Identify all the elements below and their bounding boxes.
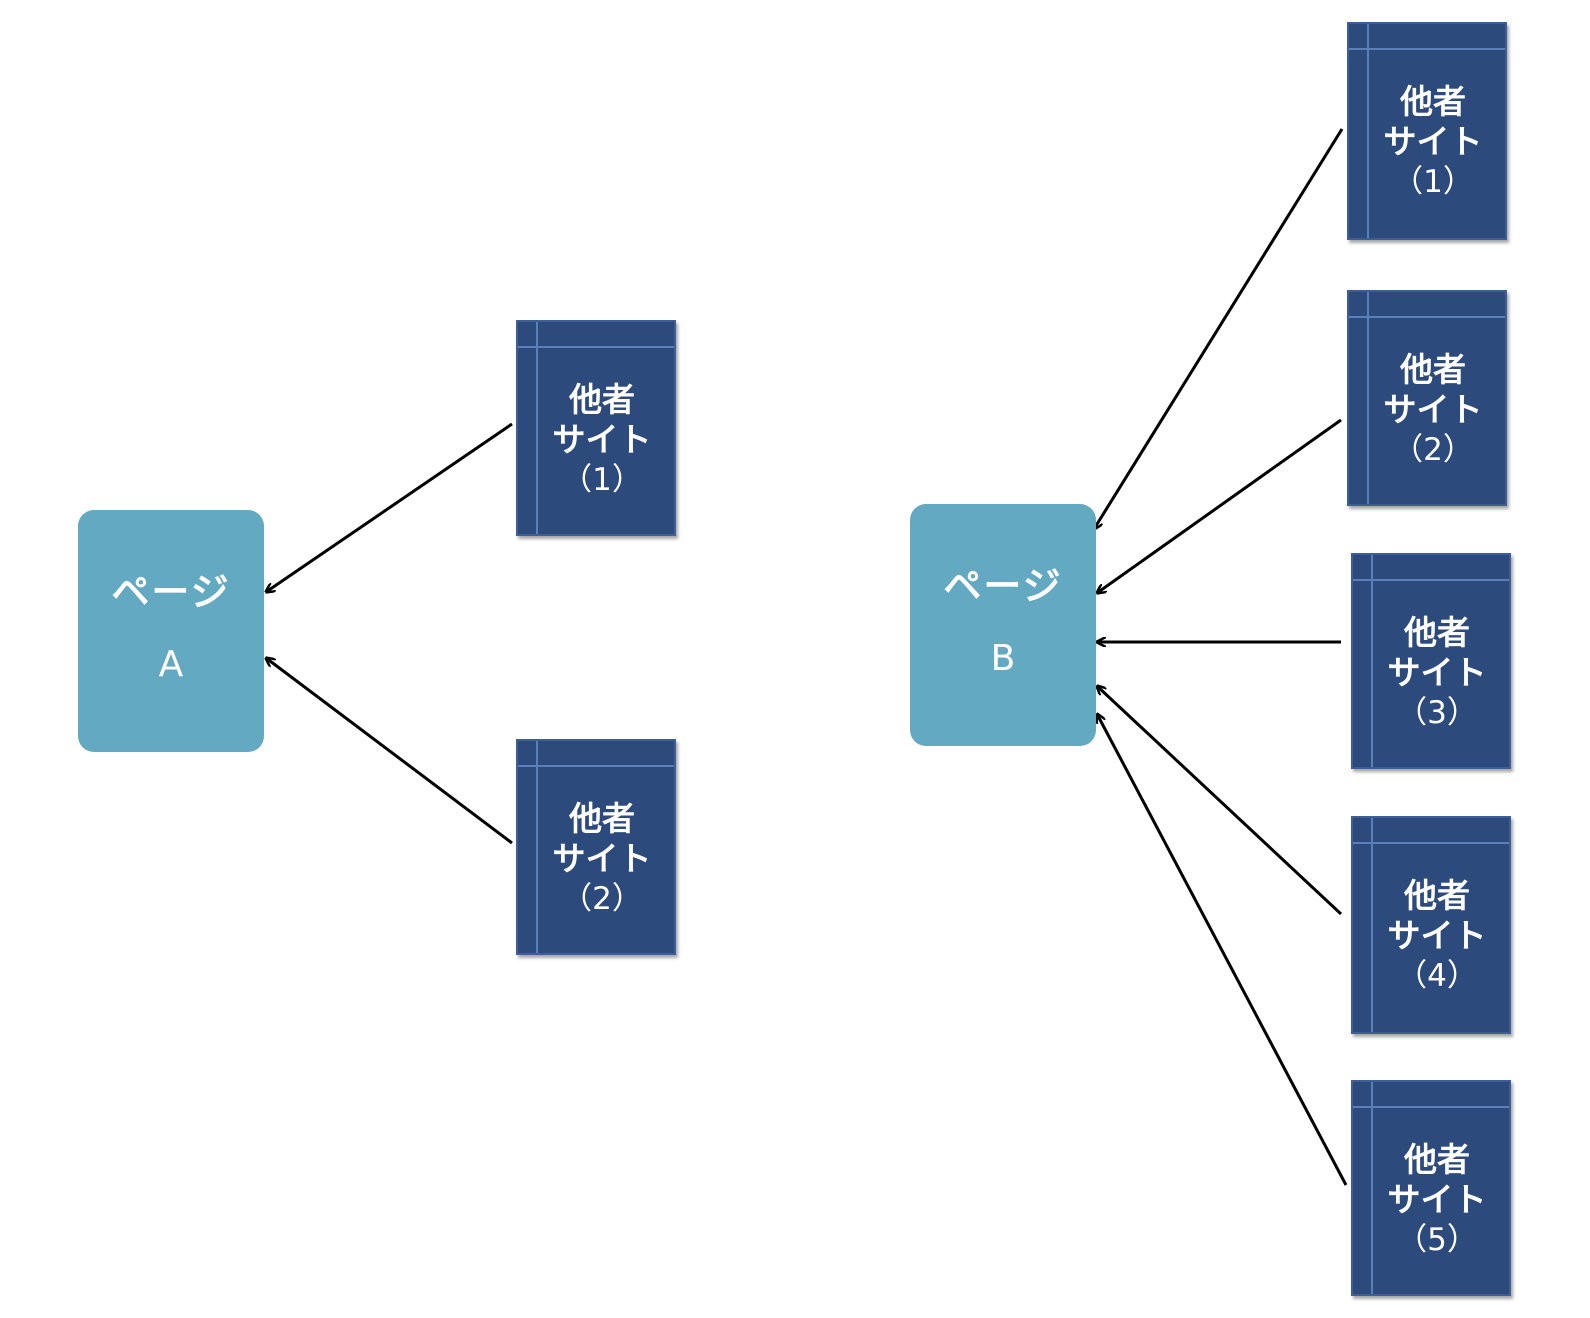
arrow-site-a1-to-page-a	[266, 422, 513, 592]
site-text: 他者 サイト （1）	[1361, 82, 1505, 202]
page-b-letter: B	[990, 638, 1016, 679]
site-label-line2: サイト	[1387, 1180, 1487, 1219]
page-a-label: ページ	[111, 570, 231, 614]
site-label-line1: 他者	[1404, 1140, 1470, 1179]
site-label-line1: 他者	[569, 380, 635, 419]
site-label-line2: サイト	[1383, 390, 1483, 429]
site-b5-node: 他者 サイト （5）	[1351, 1080, 1511, 1296]
page-a-node: ページ A	[78, 510, 264, 752]
site-a1-node: 他者 サイト （1）	[516, 320, 676, 536]
site-band	[1353, 842, 1509, 844]
site-label-line1: 他者	[569, 799, 635, 838]
site-b2-node: 他者 サイト （2）	[1347, 290, 1507, 506]
arrow-site-a2-to-page-a	[266, 658, 513, 845]
site-number: （4）	[1396, 958, 1478, 994]
site-spine	[1367, 24, 1369, 238]
site-b4-node: 他者 サイト （4）	[1351, 816, 1511, 1034]
page-a-letter: A	[158, 644, 184, 685]
site-text: 他者 サイト （5）	[1365, 1140, 1509, 1260]
site-spine	[1367, 292, 1369, 504]
site-label-line1: 他者	[1404, 613, 1470, 652]
arrow-site-b2-to-page-b	[1097, 418, 1342, 593]
site-label-line2: サイト	[552, 420, 652, 459]
site-number: （5）	[1396, 1222, 1478, 1258]
site-spine	[1371, 555, 1373, 767]
site-band	[1349, 48, 1505, 50]
site-b3-node: 他者 サイト （3）	[1351, 553, 1511, 769]
site-number: （1）	[1392, 164, 1474, 200]
site-band	[1349, 316, 1505, 318]
site-number: （2）	[1392, 432, 1474, 468]
site-number: （1）	[561, 462, 643, 498]
site-number: （3）	[1396, 695, 1478, 731]
site-label-line1: 他者	[1404, 876, 1470, 915]
site-text: 他者 サイト （3）	[1365, 613, 1509, 733]
page-b-label: ページ	[943, 564, 1063, 608]
site-spine	[1371, 818, 1373, 1032]
site-text: 他者 サイト （4）	[1365, 876, 1509, 996]
site-b1-node: 他者 サイト （1）	[1347, 22, 1507, 240]
site-label-line2: サイト	[1387, 653, 1487, 692]
arrow-site-b1-to-page-b	[1094, 128, 1344, 529]
site-number: （2）	[561, 881, 643, 917]
arrow-site-b4-to-page-b	[1097, 686, 1343, 916]
site-a2-node: 他者 サイト （2）	[516, 739, 676, 955]
site-spine	[1371, 1082, 1373, 1294]
site-band	[518, 346, 674, 348]
arrow-site-b5-to-page-b	[1097, 714, 1348, 1186]
site-text: 他者 サイト （1）	[530, 380, 674, 500]
site-label-line1: 他者	[1400, 82, 1466, 121]
site-text: 他者 サイト （2）	[530, 799, 674, 919]
site-label-line2: サイト	[1383, 122, 1483, 161]
site-text: 他者 サイト （2）	[1361, 350, 1505, 470]
site-band	[1353, 1106, 1509, 1108]
site-spine	[536, 741, 538, 953]
site-band	[518, 765, 674, 767]
site-label-line1: 他者	[1400, 350, 1466, 389]
page-b-node: ページ B	[910, 504, 1096, 746]
site-label-line2: サイト	[1387, 916, 1487, 955]
site-spine	[536, 322, 538, 534]
site-label-line2: サイト	[552, 839, 652, 878]
site-band	[1353, 579, 1509, 581]
